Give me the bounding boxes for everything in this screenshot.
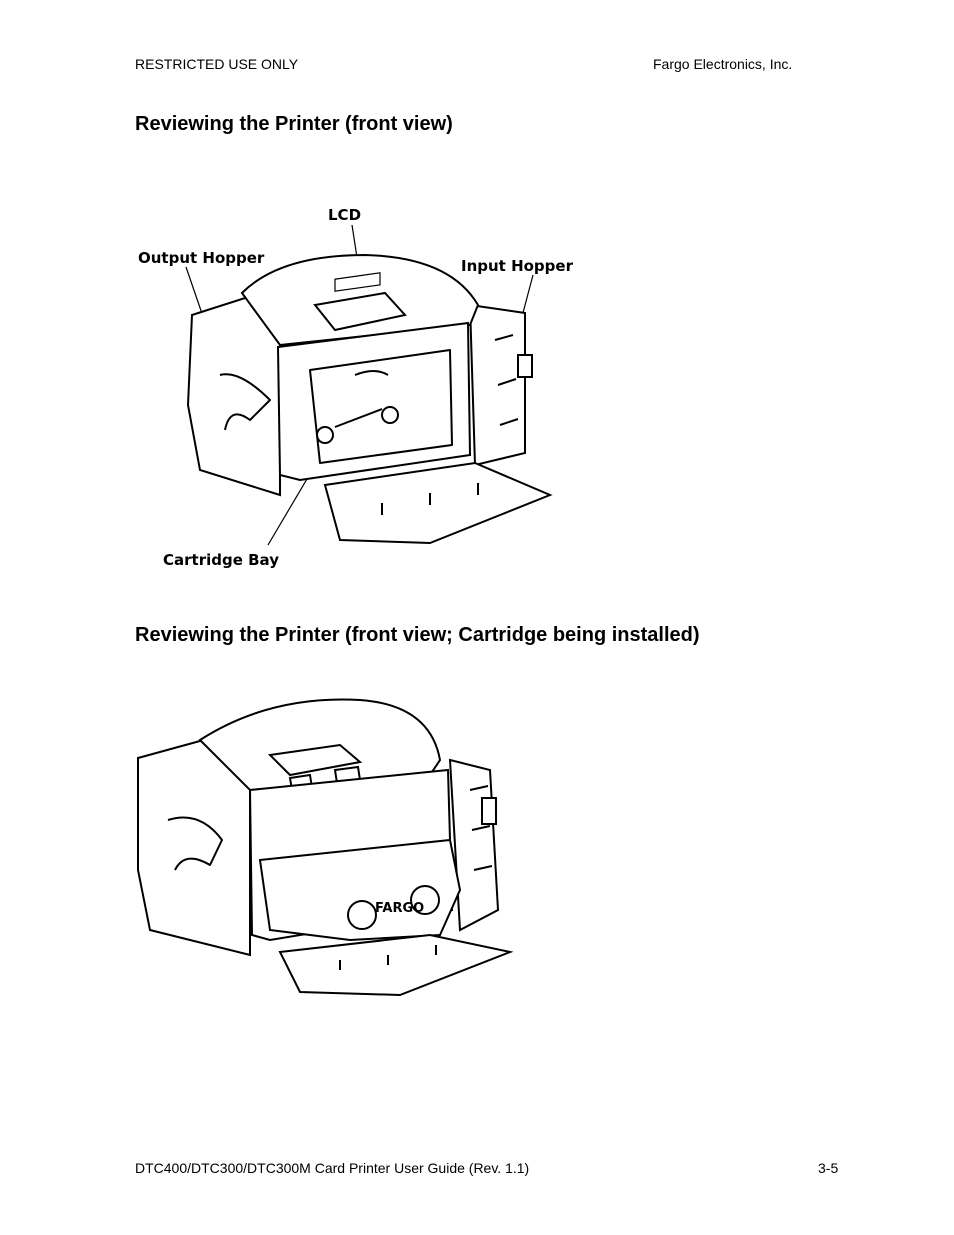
footer-left: DTC400/DTC300/DTC300M Card Printer User … [135,1160,530,1176]
cartridge-logo: FARGO [375,901,424,916]
section-heading-front-view: Reviewing the Printer (front view) [135,113,453,135]
section-heading-cartridge-installed: Reviewing the Printer (front view; Cartr… [135,624,700,646]
callout-cartridge-bay: Cartridge Bay [163,551,279,569]
callout-input-hopper: Input Hopper [461,257,574,275]
page-number: 3-5 [818,1160,839,1176]
printer-cartridge-installed-figure: FARGO [130,690,520,1010]
header-right: Fargo Electronics, Inc. [653,56,793,72]
callout-output-hopper: Output Hopper [138,249,265,267]
header-left: RESTRICTED USE ONLY [135,56,299,72]
callout-lcd: LCD [328,206,361,224]
printer-drawing-cartridge: FARGO [137,698,514,997]
printer-drawing [186,253,553,545]
printer-front-view-figure: LCD Output Hopper Input Hopper Cartridge… [130,195,590,575]
